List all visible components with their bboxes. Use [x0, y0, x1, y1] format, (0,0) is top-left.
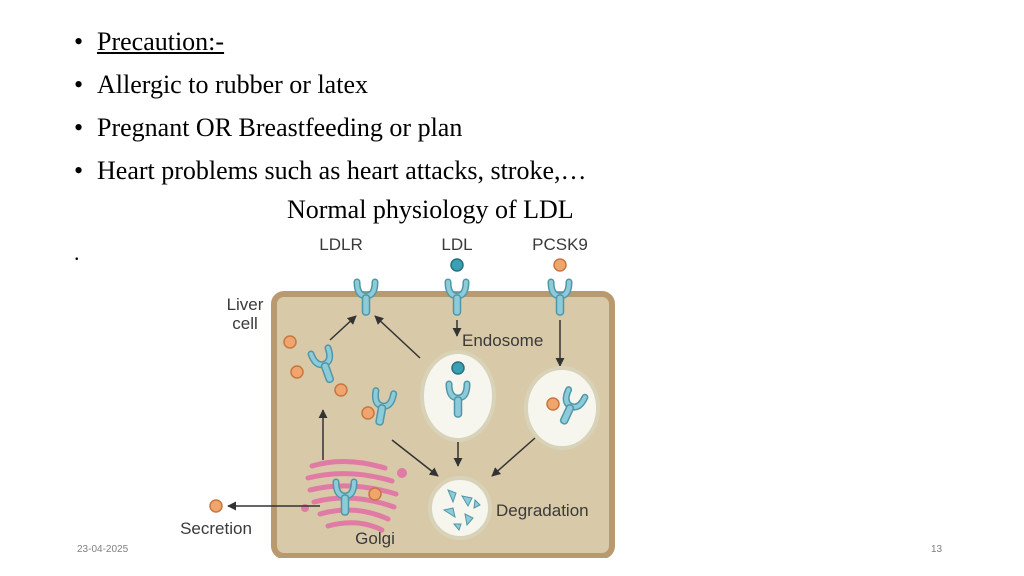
label-pcsk9: PCSK9 [532, 235, 588, 254]
diagram-caption: Normal physiology of LDL [287, 195, 574, 224]
bullet-marker: • [74, 156, 84, 185]
label-secretion: Secretion [180, 519, 252, 538]
ldl-physiology-diagram: LDLR LDL PCSK9 Liver cell Endosome Degra… [180, 235, 615, 558]
bullet-marker: • [74, 70, 84, 99]
bullet-marker: • [74, 27, 84, 56]
bullet-pregnancy: •Pregnant OR Breastfeeding or plan [74, 106, 587, 149]
label-degradation: Degradation [496, 501, 589, 520]
lysosome [428, 476, 492, 540]
label-endosome: Endosome [462, 331, 543, 350]
bullet-list: •Precaution:- •Allergic to rubber or lat… [74, 20, 587, 192]
label-ldl: LDL [441, 235, 472, 254]
bullet-allergy: •Allergic to rubber or latex [74, 63, 587, 106]
ldl-particle-icon [450, 258, 464, 272]
footer-page-number: 13 [931, 544, 943, 555]
label-golgi: Golgi [355, 529, 395, 548]
secreted-pcsk9-icon [209, 499, 223, 513]
label-ldlr: LDLR [319, 235, 362, 254]
pcsk9-icon [553, 258, 567, 272]
stray-mark: . [74, 240, 80, 265]
endosome-pcsk9 [524, 366, 600, 450]
label-liver: Liver [227, 295, 264, 314]
bullet-heart: •Heart problems such as heart attacks, s… [74, 149, 587, 192]
label-cell: cell [232, 314, 258, 333]
footer-date: 23-04-2025 [77, 544, 129, 555]
bullet-marker: • [74, 113, 84, 142]
bullet-precaution: •Precaution:- [74, 20, 587, 63]
